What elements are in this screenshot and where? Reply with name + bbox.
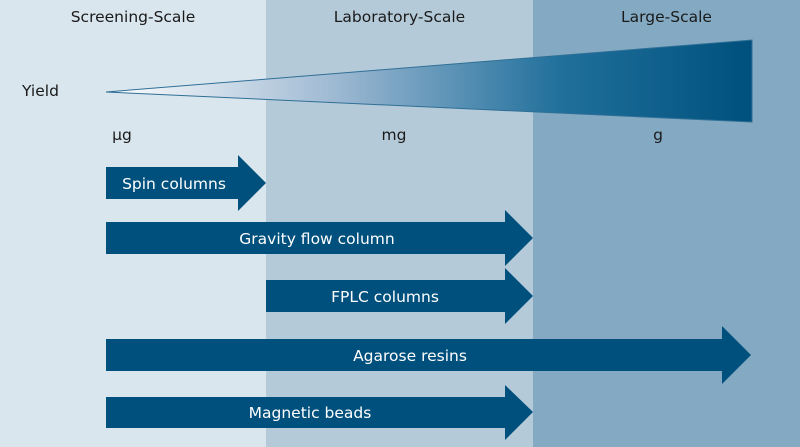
arrow-shape: [106, 210, 533, 266]
laboratory-scale-header: Laboratory-Scale: [333, 8, 466, 26]
arrow-shape: [106, 155, 266, 211]
arrow-shape: [106, 326, 751, 384]
arrow-label: Gravity flow column: [239, 230, 394, 248]
method-arrow-fplc-columns: FPLC columns: [266, 268, 533, 324]
method-arrow-magnetic-beads: Magnetic beads: [106, 385, 533, 440]
method-arrow-spin-columns: Spin columns: [106, 155, 266, 211]
arrow-label: Spin columns: [122, 175, 226, 193]
method-arrow-gravity-flow-column: Gravity flow column: [106, 210, 533, 266]
arrow-label: FPLC columns: [331, 288, 439, 306]
yield-label: Yield: [22, 82, 59, 100]
arrow-label: Agarose resins: [353, 347, 467, 365]
screening-scale-header: Screening-Scale: [70, 8, 196, 26]
yield-wedge: [105, 39, 753, 123]
large-scale-header: Large-Scale: [621, 8, 712, 26]
arrow-label: Magnetic beads: [249, 404, 372, 422]
method-arrow-agarose-resins: Agarose resins: [106, 326, 751, 384]
unit-gram: g: [653, 126, 663, 144]
unit-milligram: mg: [381, 126, 407, 144]
arrow-shape: [266, 268, 533, 324]
arrow-shape: [106, 385, 533, 440]
unit-microgram: µg: [112, 126, 132, 144]
